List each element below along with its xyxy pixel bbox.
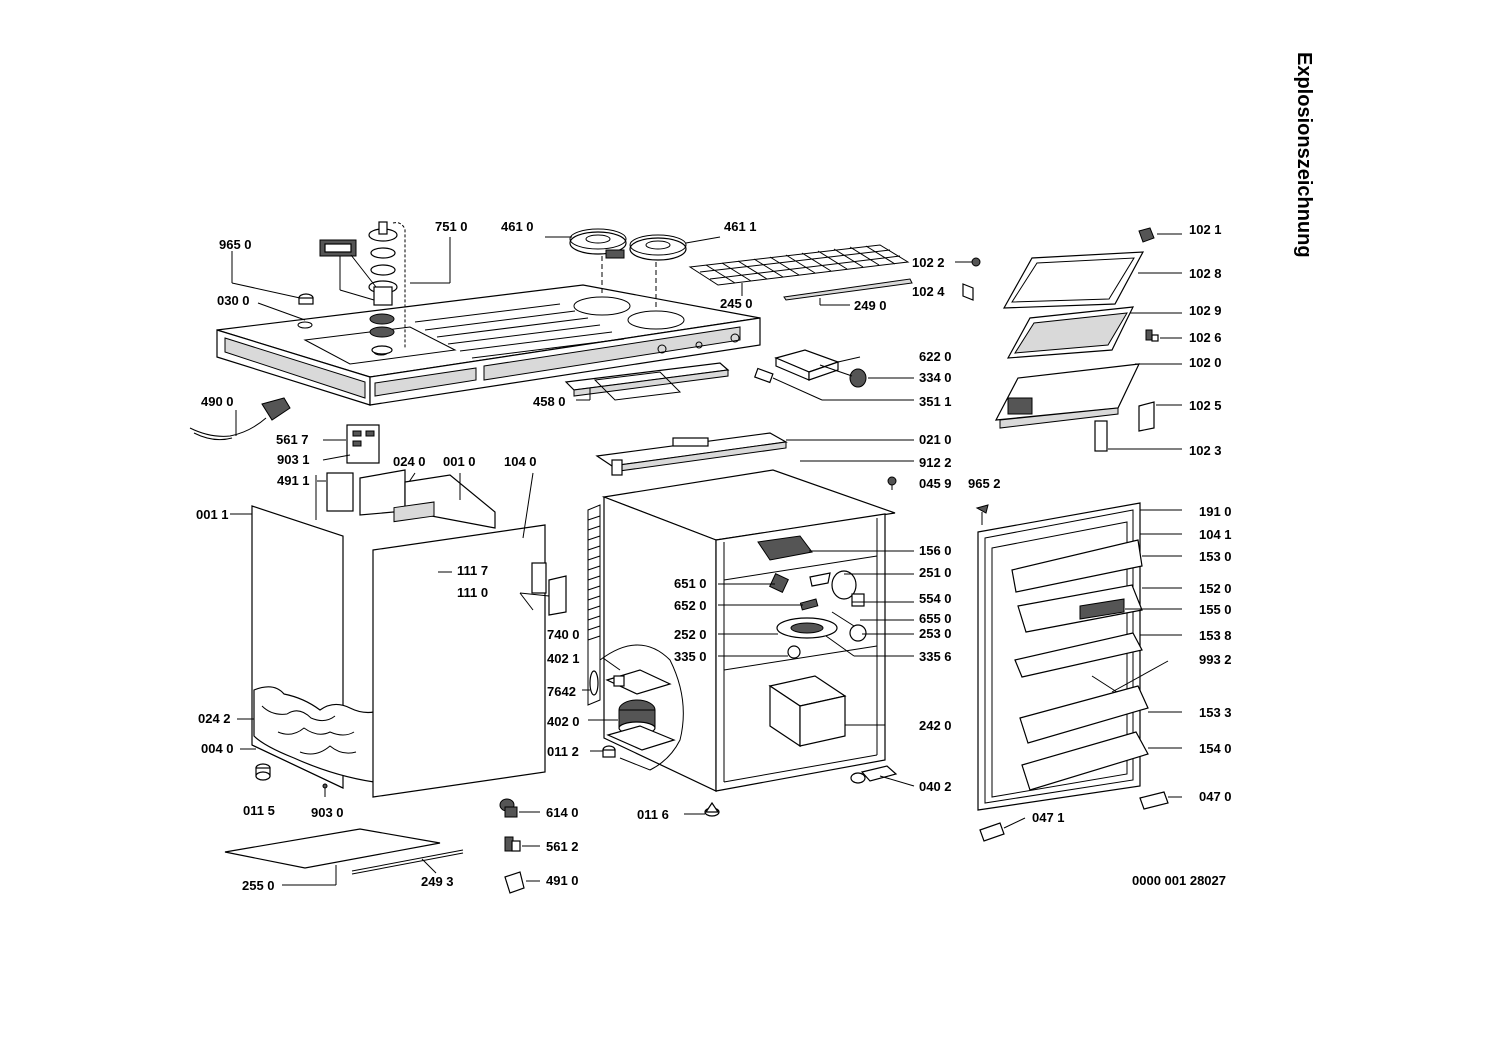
cabinet-door — [372, 472, 567, 798]
part-label: 252 0 — [674, 627, 707, 642]
part-label: 030 0 — [217, 293, 250, 308]
part-label: 965 2 — [968, 476, 1001, 491]
part-label: 242 0 — [919, 718, 952, 733]
part-label: 155 0 — [1199, 602, 1232, 617]
part-label: 903 1 — [277, 452, 310, 467]
part-label: 021 0 — [919, 432, 952, 447]
part-label: 245 0 — [720, 296, 753, 311]
part-label: 111 0 — [457, 585, 489, 600]
part-label: 102 3 — [1189, 443, 1222, 458]
part-label: 104 0 — [504, 454, 537, 469]
part-label: 490 0 — [201, 394, 234, 409]
part-label: 024 2 — [198, 711, 231, 726]
part-label: 912 2 — [919, 455, 952, 470]
part-label: 249 3 — [421, 874, 454, 889]
part-label: 751 0 — [435, 219, 468, 234]
part-label: 402 1 — [547, 651, 580, 666]
compressor-detail — [582, 644, 684, 771]
wire-shelf — [688, 244, 981, 306]
part-label: 191 0 — [1199, 504, 1232, 519]
part-label: 102 1 — [1189, 222, 1222, 237]
part-label: 622 0 — [919, 349, 952, 364]
part-label: 993 2 — [1199, 652, 1232, 667]
part-label: 351 1 — [919, 394, 952, 409]
part-label: 491 1 — [277, 473, 310, 488]
part-label: 102 8 — [1189, 266, 1222, 281]
part-label: 047 1 — [1032, 810, 1065, 825]
part-label: 253 0 — [919, 626, 952, 641]
part-label: 335 6 — [919, 649, 952, 664]
part-label: 102 5 — [1189, 398, 1222, 413]
part-label: 335 0 — [674, 649, 707, 664]
part-label: 004 0 — [201, 741, 234, 756]
part-label: 045 9 — [919, 476, 952, 491]
part-label: 334 0 — [919, 370, 952, 385]
diagram-title-text: Explosionszeichnung — [1293, 52, 1315, 258]
part-label: 102 2 — [912, 255, 945, 270]
part-label: 011 2 — [547, 744, 579, 759]
part-label: 102 0 — [1189, 355, 1222, 370]
document-number: 0000 001 28027 — [1132, 873, 1226, 888]
part-label: 154 0 — [1199, 741, 1232, 756]
part-label: 561 2 — [546, 839, 579, 854]
part-label: 255 0 — [242, 878, 275, 893]
part-label: 614 0 — [546, 805, 579, 820]
part-label: 104 1 — [1199, 527, 1232, 542]
part-label: 001 1 — [196, 507, 229, 522]
part-label: 491 0 — [546, 873, 579, 888]
part-label: 655 0 — [919, 611, 952, 626]
part-label: 040 2 — [919, 779, 952, 794]
power-cord — [189, 397, 291, 441]
switch-parts — [754, 349, 914, 401]
part-label: 903 0 — [311, 805, 344, 820]
tap-assembly — [319, 221, 451, 355]
fridge-door — [975, 502, 1182, 842]
part-label: 458 0 — [533, 394, 566, 409]
part-label: 156 0 — [919, 543, 952, 558]
part-label: 153 8 — [1199, 628, 1232, 643]
part-label: 011 6 — [637, 807, 669, 822]
part-label: 047 0 — [1199, 789, 1232, 804]
part-label: 153 0 — [1199, 549, 1232, 564]
part-label: 740 0 — [547, 627, 580, 642]
part-label: 024 0 — [393, 454, 426, 469]
part-label: 102 4 — [912, 284, 945, 299]
part-label: 561 7 — [276, 432, 309, 447]
worktop-drawing — [216, 284, 761, 406]
fridge-top-rail — [595, 432, 914, 490]
part-label: 011 5 — [243, 803, 275, 818]
hotplates — [545, 228, 721, 310]
part-label: 461 1 — [724, 219, 757, 234]
part-label: 249 0 — [854, 298, 887, 313]
part-label: 652 0 — [674, 598, 707, 613]
fridge-body — [601, 469, 914, 792]
part-label: 965 0 — [219, 237, 252, 252]
part-label: 402 0 — [547, 714, 580, 729]
part-label: 251 0 — [919, 565, 952, 580]
part-label: 111 7 — [457, 563, 489, 578]
diagram-title: Explosionszeichnung — [1287, 52, 1315, 312]
part-label: 554 0 — [919, 591, 952, 606]
freezer-door-parts — [994, 227, 1182, 452]
part-label: 152 0 — [1199, 581, 1232, 596]
part-label: 153 3 — [1199, 705, 1232, 720]
part-label: 461 0 — [501, 219, 534, 234]
part-label: 102 6 — [1189, 330, 1222, 345]
part-label: 651 0 — [674, 576, 707, 591]
part-label: 001 0 — [443, 454, 476, 469]
part-label: 7642 — [547, 684, 576, 699]
part-label: 102 9 — [1189, 303, 1222, 318]
